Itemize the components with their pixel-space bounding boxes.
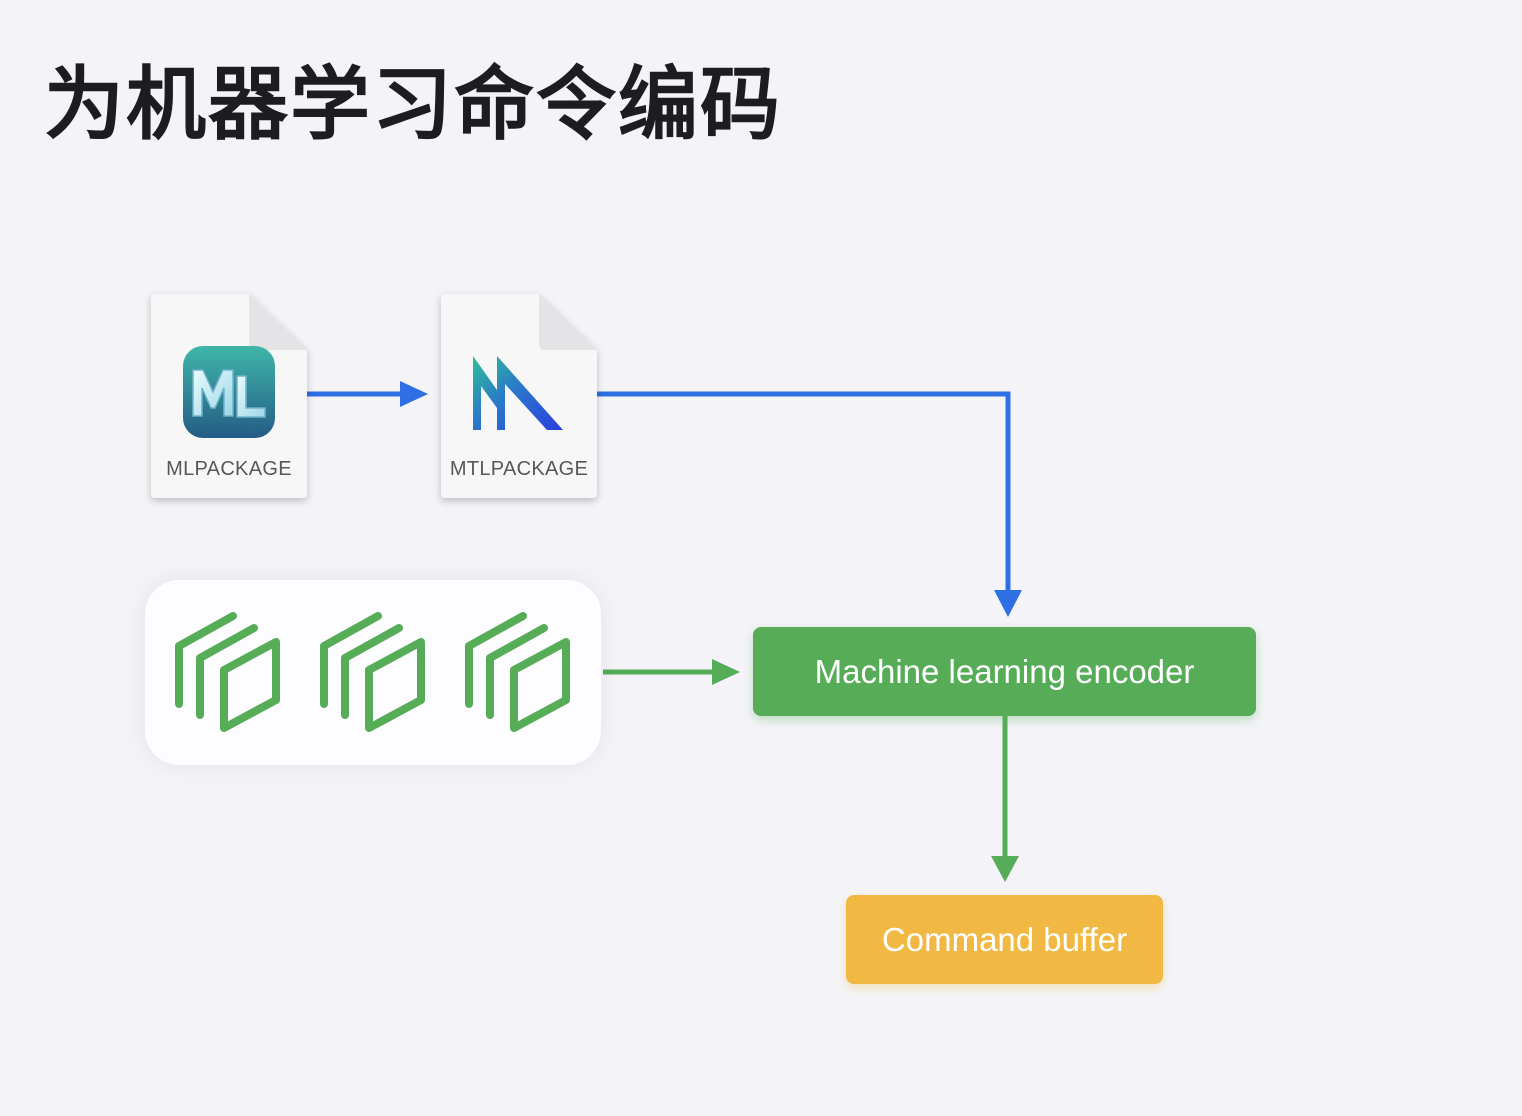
coreml-icon [183,346,275,442]
arrow-commands-to-encoder [603,659,740,685]
page-title: 为机器学习命令编码 [44,58,782,151]
stacked-commands-icon [175,612,280,732]
stacked-commands-icon [320,612,425,732]
command-buffer-label: Command buffer [881,920,1128,958]
mtlpackage-file[interactable]: MTLPACKAGE [441,294,597,498]
arrow-encoder-to-buffer [991,716,1019,882]
mlpackage-label: MLPACKAGE [166,458,292,480]
arrow-mtl-to-encoder [596,391,1022,617]
arrow-ml-to-mtl [306,381,428,407]
stacked-commands-icon [465,612,570,732]
encoder-label: Machine learning encoder [814,652,1195,690]
mtlpackage-label: MTLPACKAGE [449,458,589,480]
mlpackage-file[interactable]: MLPACKAGE [151,294,307,498]
machine-learning-encoder-box[interactable]: Machine learning encoder [753,627,1256,716]
command-buffer-box[interactable]: Command buffer [846,895,1163,984]
metal-icon [469,352,569,436]
